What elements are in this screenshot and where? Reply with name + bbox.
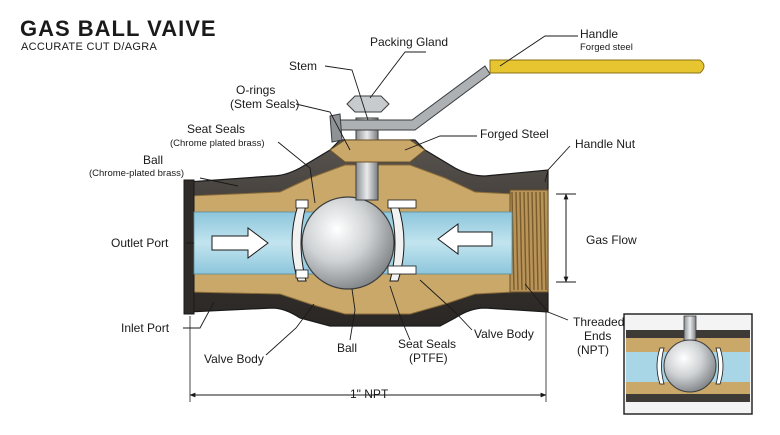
label-ball-left: Ball [143, 153, 163, 167]
diagram-title: GAS BALL VAIVE [20, 16, 217, 41]
label-seat-seals-bottom: Seat Seals [398, 337, 456, 351]
handle [329, 59, 705, 143]
thread-ridge [527, 191, 531, 291]
seat-seals [291, 199, 417, 282]
label-threaded-ends-3: (NPT) [577, 343, 609, 357]
label-outlet-port: Outlet Port [111, 236, 169, 250]
inset-detail [623, 313, 753, 415]
label-o-rings-sub: (Stem Seals) [230, 97, 299, 111]
ball [301, 196, 395, 290]
label-valve-body-left: Valve Body [204, 352, 264, 366]
thread-ridge [543, 191, 547, 291]
thread-ridge [535, 191, 539, 291]
dimension-line [189, 312, 547, 402]
label-seat-seals-bottom-sub: (PTFE) [409, 351, 448, 365]
flow-arrows [211, 223, 493, 259]
label-handle-nut: Handle Nut [575, 137, 636, 151]
label-handle: Handle [580, 27, 618, 41]
arrow-right-icon [211, 227, 269, 259]
label-threaded-ends-1: Threaded [573, 315, 624, 329]
threaded-ends [509, 189, 549, 293]
label-dimension: 1" NPT [350, 387, 389, 401]
handle-nut [346, 95, 390, 113]
label-forged-steel: Forged Steel [480, 127, 549, 141]
label-packing-gland: Packing Gland [370, 35, 448, 49]
label-handle-sub: Forged steel [580, 42, 633, 53]
thread-ridge [531, 191, 535, 291]
packing-gland [329, 139, 426, 163]
thread-ridge [519, 191, 523, 291]
thread-ridge [523, 191, 527, 291]
handle-grip [489, 59, 705, 74]
label-stem: Stem [289, 59, 317, 73]
label-ball-left-sub: (Chrome-plated brass) [89, 168, 184, 179]
label-valve-body-right: Valve Body [474, 327, 534, 341]
label-o-rings: O-rings [236, 83, 275, 97]
thread-ridge [515, 191, 519, 291]
leader-lines [183, 35, 578, 356]
arrow-left-icon [437, 223, 493, 255]
thread-ridge [539, 191, 543, 291]
labels: Handle Forged steel Packing Gland Stem O… [89, 27, 637, 401]
label-threaded-ends-2: Ends [584, 329, 611, 343]
label-seat-seals-top: Seat Seals [187, 122, 245, 136]
label-seat-seals-top-sub: (Chrome plated brass) [170, 138, 265, 149]
label-inlet-port: Inlet Port [121, 321, 170, 335]
label-ball-bottom: Ball [337, 341, 357, 355]
gas-flow-bracket [556, 193, 576, 283]
thread-ridge [511, 191, 515, 291]
label-gas-flow: Gas Flow [586, 233, 637, 247]
diagram-subtitle: ACCURATE CUT D/AGRA [21, 41, 158, 53]
